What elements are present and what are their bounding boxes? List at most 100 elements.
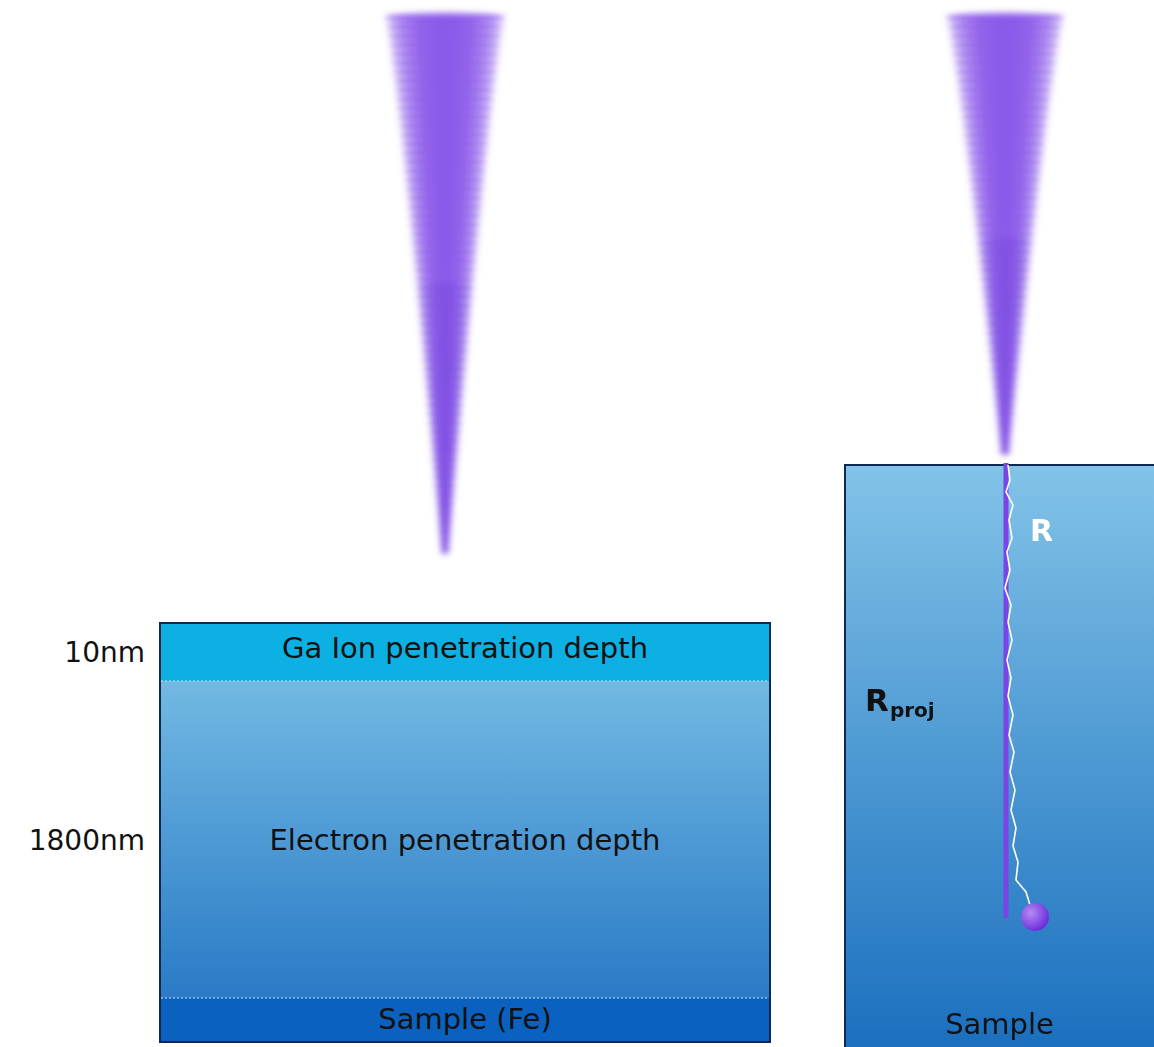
ion-path <box>1005 465 1034 915</box>
beam-row <box>960 103 1049 113</box>
beam-row <box>395 85 495 95</box>
beam-row <box>974 211 1036 221</box>
beam-row <box>966 148 1044 158</box>
beam-row <box>417 292 472 302</box>
beam-row <box>397 103 492 113</box>
beam-row <box>429 418 460 428</box>
beam-row <box>415 265 476 275</box>
beam-row <box>950 31 1061 41</box>
electron-band <box>160 681 770 998</box>
layer-band: Sample (Fe) <box>160 998 770 1042</box>
beam-row <box>430 427 460 437</box>
implanted-ion <box>1021 903 1049 931</box>
band-separator <box>161 998 769 999</box>
beam-row <box>977 238 1033 248</box>
beam-row <box>984 301 1025 311</box>
beam-row <box>441 544 450 554</box>
beam-row <box>963 121 1048 131</box>
beam-row <box>998 427 1012 437</box>
beam-row <box>406 184 483 194</box>
beam-row <box>957 76 1054 86</box>
beam-row <box>388 31 502 41</box>
beam-row <box>394 76 496 86</box>
beam-row <box>431 436 459 446</box>
beam-row <box>412 238 478 248</box>
beam-row <box>421 328 469 338</box>
beam-row <box>387 22 504 32</box>
beam-row <box>959 94 1051 104</box>
beam-row <box>987 328 1022 338</box>
beam-row <box>407 193 483 203</box>
beam-row <box>975 220 1035 230</box>
beam-row <box>410 220 480 230</box>
beam-row <box>986 319 1023 329</box>
beam-row <box>955 67 1055 77</box>
beam-row <box>965 139 1045 149</box>
beam-row <box>948 22 1062 32</box>
beam-row <box>404 166 485 176</box>
sample-block: Sample <box>845 465 1154 1047</box>
beam-row <box>989 346 1020 356</box>
range-label: R <box>1030 513 1053 548</box>
fe-band <box>160 998 770 1042</box>
beam-row <box>438 508 453 518</box>
beam-row <box>434 472 456 482</box>
beam-row <box>425 373 465 383</box>
beam-row <box>420 319 470 329</box>
dimension-label: 10nm <box>64 636 145 669</box>
projected-range-line <box>1004 463 1009 918</box>
beam-row <box>392 58 498 68</box>
beam-row <box>991 364 1018 374</box>
beam-row <box>970 175 1041 185</box>
band-separator <box>161 681 769 682</box>
layer-label: Sample (Fe) <box>378 1002 552 1036</box>
beam-row <box>427 391 464 401</box>
layer-label: Ga Ion penetration depth <box>282 631 648 665</box>
sample-outline <box>160 623 770 1042</box>
range-label: R <box>865 682 889 718</box>
beam-row <box>437 499 454 509</box>
beam-row <box>391 49 500 59</box>
beam-row <box>409 211 481 221</box>
beam-row <box>418 301 472 311</box>
beam-row <box>995 400 1014 410</box>
beam-row <box>389 40 500 50</box>
beam-row <box>972 193 1039 203</box>
dimension-label: 1800nm <box>29 824 145 857</box>
beam-row <box>951 40 1059 50</box>
beam-row <box>422 346 467 356</box>
ion-beam <box>385 13 1064 554</box>
beam-row <box>400 130 489 140</box>
beam-row <box>946 13 1064 23</box>
beam-row <box>411 229 479 239</box>
beam-row <box>999 436 1011 446</box>
beam-row <box>964 130 1046 140</box>
beam-row <box>422 337 469 347</box>
beam-row <box>978 247 1032 257</box>
beam-row <box>415 274 474 284</box>
beam-row <box>961 112 1048 122</box>
beam-row <box>398 112 491 122</box>
beam-row <box>981 274 1028 284</box>
beam-row <box>993 382 1016 392</box>
beam-row <box>428 409 461 419</box>
beam-row <box>440 535 450 545</box>
beam-row <box>1000 445 1010 455</box>
beam-row <box>996 409 1013 419</box>
beam-row <box>436 490 454 500</box>
beam-row <box>979 256 1031 266</box>
beam-row <box>403 157 486 167</box>
beam-row <box>393 67 497 77</box>
beam-row <box>968 166 1041 176</box>
beam-row <box>424 364 466 374</box>
beam-row <box>408 202 482 212</box>
beam-row <box>402 148 487 158</box>
beam-row <box>985 310 1024 320</box>
beam-row <box>419 310 471 320</box>
beam-row <box>976 229 1034 239</box>
sample-block <box>845 465 1154 1047</box>
beam-row <box>428 400 463 410</box>
beam-row <box>385 13 505 23</box>
beam-row <box>997 418 1012 428</box>
beam-row <box>432 445 458 455</box>
